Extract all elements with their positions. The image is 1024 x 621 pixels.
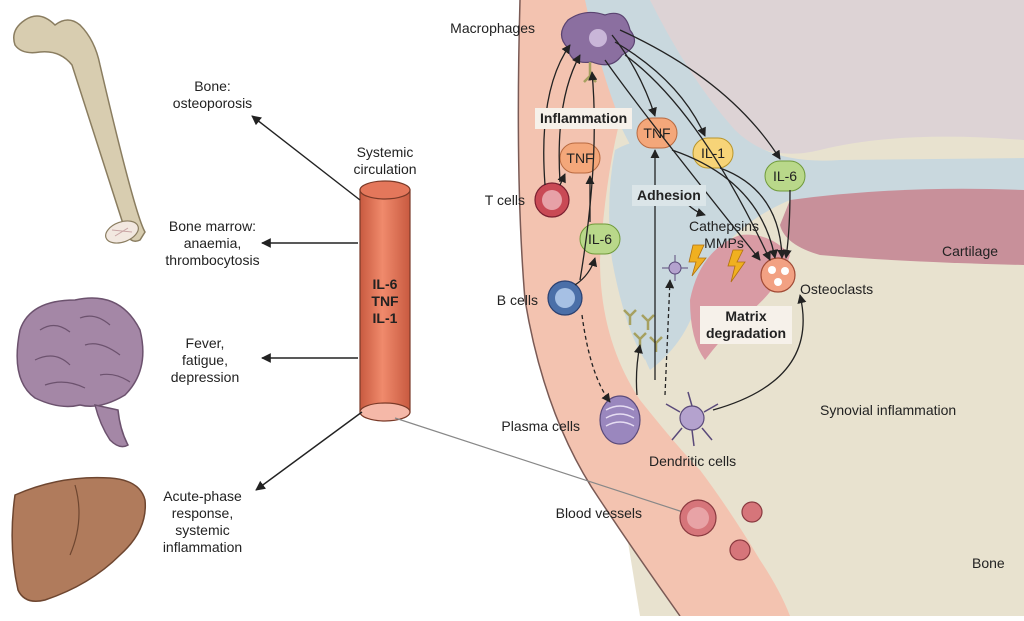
effect-liver-line4: inflammation bbox=[162, 539, 243, 555]
vessel-connector bbox=[394, 417, 687, 514]
label-adhesion: Adhesion bbox=[632, 185, 706, 206]
upper-bone bbox=[650, 0, 1024, 154]
pill-tnf-macrophage: TNF bbox=[643, 125, 671, 141]
pill-tnf-tcell: TNF bbox=[566, 150, 594, 166]
label-synovial-inflammation: Synovial inflammation bbox=[820, 402, 957, 418]
label-cathepsins-mmps: Cathepsins MMPs bbox=[683, 218, 765, 252]
protease-bolts bbox=[688, 244, 746, 283]
label-osteoclasts: Osteoclasts bbox=[800, 281, 874, 297]
liver-illustration bbox=[11, 476, 147, 602]
pill-il1: IL-1 bbox=[700, 145, 726, 161]
pill-il6-macrophage: IL-6 bbox=[772, 168, 798, 184]
circulation-il6: IL-6 bbox=[372, 276, 398, 292]
label-b-cells: B cells bbox=[496, 292, 538, 308]
label-bone: Bone bbox=[972, 555, 1005, 571]
effect-marrow-line1: Bone marrow: bbox=[168, 218, 257, 234]
antibodies bbox=[623, 309, 663, 352]
matrix-line2: degradation bbox=[705, 325, 787, 341]
circulation-title-line1: Systemic bbox=[356, 144, 414, 160]
effect-brain-line2: fatigue, bbox=[182, 352, 228, 368]
plasma-cell bbox=[599, 395, 641, 445]
femur-illustration bbox=[13, 15, 146, 244]
osteoclast-cell bbox=[760, 257, 796, 293]
circulation-vessel bbox=[359, 180, 411, 422]
effect-bone-line1: Bone: bbox=[194, 78, 231, 94]
effect-marrow-line3: thrombocytosis bbox=[165, 252, 260, 268]
mmps-line: MMPs bbox=[704, 235, 744, 251]
effect-bone: Bone: osteoporosis bbox=[140, 78, 285, 112]
label-inflammation: Inflammation bbox=[535, 108, 633, 129]
label-plasma-cells: Plasma cells bbox=[501, 418, 580, 434]
label-macrophages: Macrophages bbox=[450, 20, 535, 36]
effect-brain-line3: depression bbox=[170, 369, 240, 385]
circulation-title-line2: circulation bbox=[353, 161, 417, 177]
macrophage-cell bbox=[560, 11, 636, 83]
circulation-tnf: TNF bbox=[371, 293, 399, 309]
effect-bone-line2: osteoporosis bbox=[172, 95, 253, 111]
effect-liver-line2: response, bbox=[171, 505, 234, 521]
effect-marrow-line2: anaemia, bbox=[183, 235, 242, 251]
label-matrix-degradation: Matrix degradation bbox=[700, 306, 792, 344]
effect-brain: Fever, fatigue, depression bbox=[140, 335, 270, 386]
matrix-line1: Matrix bbox=[725, 308, 767, 324]
effect-marrow: Bone marrow: anaemia, thrombocytosis bbox=[140, 218, 285, 269]
b-cell bbox=[547, 280, 583, 316]
left-arrows bbox=[251, 115, 363, 491]
small-dendritic-cell bbox=[662, 255, 688, 281]
t-cell bbox=[534, 182, 570, 218]
effect-brain-line1: Fever, bbox=[185, 335, 225, 351]
effect-liver-line1: Acute-phase bbox=[163, 488, 242, 504]
systemic-circulation-title: Systemic circulation bbox=[335, 144, 435, 178]
label-blood-vessels: Blood vessels bbox=[555, 505, 642, 521]
cathepsins-line: Cathepsins bbox=[688, 218, 760, 234]
blood-vessel-sections bbox=[679, 499, 763, 561]
cartilage-band bbox=[780, 188, 1024, 265]
cytokine-pill-shapes bbox=[559, 117, 806, 255]
pill-il6-bcell: IL-6 bbox=[587, 231, 613, 247]
label-t-cells: T cells bbox=[484, 192, 525, 208]
label-dendritic-cells: Dendritic cells bbox=[649, 453, 737, 469]
joint-arrows bbox=[543, 29, 807, 411]
label-cartilage: Cartilage bbox=[942, 243, 999, 259]
circulation-cytokines: IL-6 TNF IL-1 bbox=[360, 276, 410, 327]
effect-liver: Acute-phase response, systemic inflammat… bbox=[135, 488, 270, 556]
circulation-il1: IL-1 bbox=[372, 310, 398, 326]
brain-illustration bbox=[16, 297, 144, 448]
dendritic-cell bbox=[665, 391, 719, 447]
effect-liver-line3: systemic bbox=[175, 522, 230, 538]
